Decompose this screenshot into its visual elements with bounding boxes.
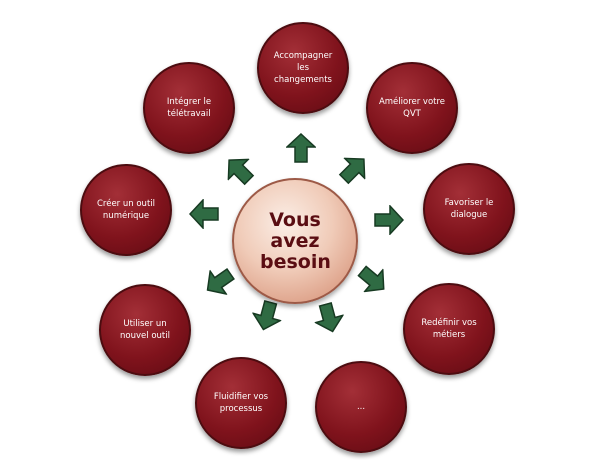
node-creer-outil-numerique: Créer un outil numérique [80,164,172,256]
arrow-integrer-teletravail-icon [218,149,260,191]
arrow-creer-outil-icon [189,199,219,229]
arrow-redefinir-metiers-icon [352,259,394,301]
node-label-integrer-teletravail: Intégrer le télétravail [166,97,212,119]
node-integrer-teletravail: Intégrer le télétravail [143,62,235,154]
node-fluidifier-processus: Fluidifier vos processus [195,357,287,449]
arrow-fluidifier-processus-icon [249,298,286,335]
arrow-accompagner-icon [286,133,316,163]
node-label-redefinir-metiers: Redéfinir vos métiers [421,318,477,340]
node-ellipsis: ... [315,361,407,453]
node-label-accompagner: Accompagner les changements [273,51,333,85]
node-label-utiliser-outil: Utiliser un nouvel outil [120,319,170,341]
node-ameliorer-qvt: Améliorer votre QVT [366,62,458,154]
node-utiliser-outil: Utiliser un nouvel outil [99,284,191,376]
node-label-creer-outil-numerique: Créer un outil numérique [96,199,156,221]
node-label-favoriser-dialogue: Favoriser le dialogue [444,198,494,220]
arrow-ameliorer-qvt-icon [333,148,375,190]
node-redefinir-metiers: Redéfinir vos métiers [403,283,495,375]
arrow-favoriser-dialogue-icon [374,205,404,235]
node-accompagner: Accompagner les changements [257,22,349,114]
node-label-ameliorer-qvt: Améliorer votre QVT [378,97,446,119]
node-favoriser-dialogue: Favoriser le dialogue [423,163,515,255]
node-label-fluidifier-processus: Fluidifier vos processus [213,392,269,414]
center-label: Vous avez besoin [260,208,331,273]
arrow-utiliser-outil-icon [198,261,240,303]
arrow-ellipsis-icon [311,300,348,337]
center-circle: Vous avez besoin [232,178,358,304]
node-label-ellipsis: ... [356,402,366,412]
